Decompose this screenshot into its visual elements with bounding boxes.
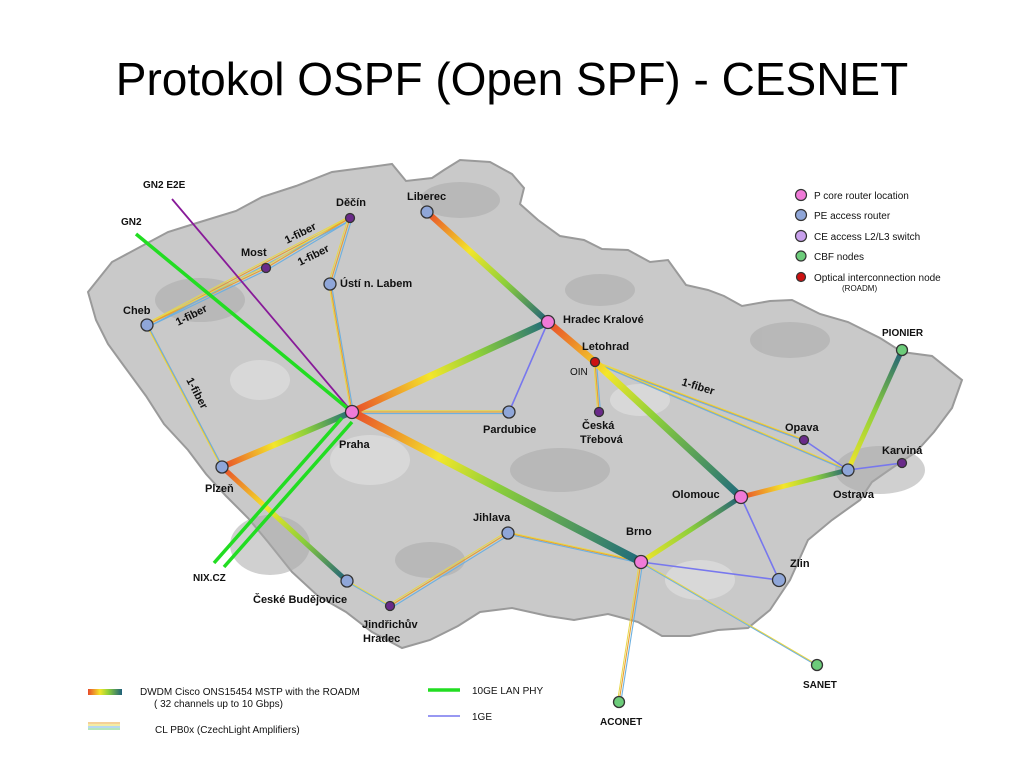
label-gn2e2e: GN2 E2E — [143, 180, 186, 191]
ge1-links — [508, 321, 903, 581]
clpb-links — [145, 216, 850, 704]
gn2-e2e-link — [171, 198, 353, 413]
label-gn2: GN2 — [121, 217, 142, 228]
node-brno[interactable] — [633, 554, 649, 570]
node-sanet[interactable] — [810, 658, 824, 672]
legend-roadm-label: Optical interconnection node — [814, 273, 941, 284]
legend-cbf-icon — [795, 250, 807, 262]
node-jh[interactable] — [384, 600, 396, 612]
node-jihlava[interactable] — [501, 526, 515, 540]
legend-clpb-label: CL PB0x (CzechLight Amplifiers) — [155, 725, 300, 736]
label-karvina: Karviná — [882, 445, 923, 457]
node-hradec[interactable] — [540, 314, 556, 330]
node-usti[interactable] — [323, 277, 337, 291]
label-cb: České Budějovice — [253, 593, 347, 606]
legend-pe-label: PE access router — [814, 211, 891, 222]
label-zlin: Zlin — [790, 558, 810, 570]
label-usti: Ústí n. Labem — [340, 277, 412, 290]
label-pionier: PIONIER — [882, 328, 924, 339]
legend-pe-icon — [794, 208, 808, 222]
link-legend: DWDM Cisco ONS15454 MSTP with the ROADM … — [88, 686, 543, 736]
node-liberec[interactable] — [420, 205, 434, 219]
label-cheb: Cheb — [123, 305, 151, 317]
czech-republic-map — [86, 158, 964, 650]
label-jihlava: Jihlava — [473, 512, 511, 524]
node-letohrad[interactable] — [589, 356, 601, 368]
nodes — [140, 205, 909, 709]
nix-link-1 — [212, 416, 344, 565]
legend-cbf-label: CBF nodes — [814, 252, 864, 263]
label-jh-2: Hradec — [363, 633, 400, 645]
legend-ce-label: CE access L2/L3 switch — [814, 232, 920, 243]
label-opava: Opava — [785, 422, 820, 434]
label-ceska-1: Česká — [582, 419, 615, 432]
label-decin: Děčín — [336, 197, 366, 209]
node-aconet[interactable] — [612, 695, 626, 709]
label-oin: OIN — [570, 367, 588, 378]
legend-ce-icon — [794, 229, 808, 243]
legend-1ge-label: 1GE — [472, 712, 492, 723]
node-opava[interactable] — [798, 434, 810, 446]
legend-clpb-swatch — [88, 722, 120, 730]
gn2-link — [134, 232, 354, 414]
label-most: Most — [241, 247, 267, 259]
legend-roadm-icon — [795, 271, 807, 283]
label-aconet: ACONET — [600, 717, 642, 728]
label-plzen: Plzeň — [205, 483, 234, 495]
node-pardubice[interactable] — [502, 405, 516, 419]
legend-roadm-sub: (ROADM) — [842, 284, 877, 293]
node-cb[interactable] — [340, 574, 354, 588]
node-olomouc[interactable] — [733, 489, 749, 505]
legend-core-icon — [794, 188, 808, 202]
label-pardubice: Pardubice — [483, 424, 536, 436]
legend-10ge-label: 10GE LAN PHY — [472, 686, 543, 697]
label-ostrava: Ostrava — [833, 489, 875, 501]
legend-dwdm-line2: ( 32 channels up to 10 Gbps) — [154, 699, 283, 710]
node-legend: P core router location PE access router … — [794, 188, 941, 293]
label-brno: Brno — [626, 526, 652, 538]
node-ostrava[interactable] — [841, 463, 855, 477]
node-decin[interactable] — [344, 212, 356, 224]
node-plzen[interactable] — [215, 460, 229, 474]
node-pionier[interactable] — [895, 343, 909, 357]
label-hradec: Hradec Kralové — [563, 314, 644, 326]
node-karvina[interactable] — [896, 457, 908, 469]
node-praha[interactable] — [344, 404, 360, 420]
node-ceska[interactable] — [593, 406, 605, 418]
label-letohrad: Letohrad — [582, 341, 629, 353]
nix-link-2 — [222, 420, 354, 569]
page-title: Protokol OSPF (Open SPF) - CESNET — [115, 53, 909, 105]
label-sanet: SANET — [803, 680, 837, 691]
label-praha: Praha — [339, 439, 370, 451]
label-nixcz: NIX.CZ — [193, 573, 226, 584]
legend-dwdm-swatch — [88, 689, 122, 695]
terrain-highlights — [230, 360, 735, 600]
node-most[interactable] — [260, 262, 272, 274]
label-jh-1: Jindřichův — [362, 619, 419, 631]
node-zlin[interactable] — [771, 572, 787, 588]
label-ceska-2: Třebová — [580, 434, 624, 446]
legend-dwdm-line1: DWDM Cisco ONS15454 MSTP with the ROADM — [140, 687, 360, 698]
node-cheb[interactable] — [140, 318, 154, 332]
city-labels: Praha Děčín Liberec Most Ústí n. Labem C… — [123, 191, 923, 645]
label-liberec: Liberec — [407, 191, 446, 203]
label-olomouc: Olomouc — [672, 489, 720, 501]
external-labels: GN2 E2E GN2 NIX.CZ PIONIER SANET ACONET — [121, 180, 924, 728]
legend-core-label: P core router location — [814, 191, 909, 202]
